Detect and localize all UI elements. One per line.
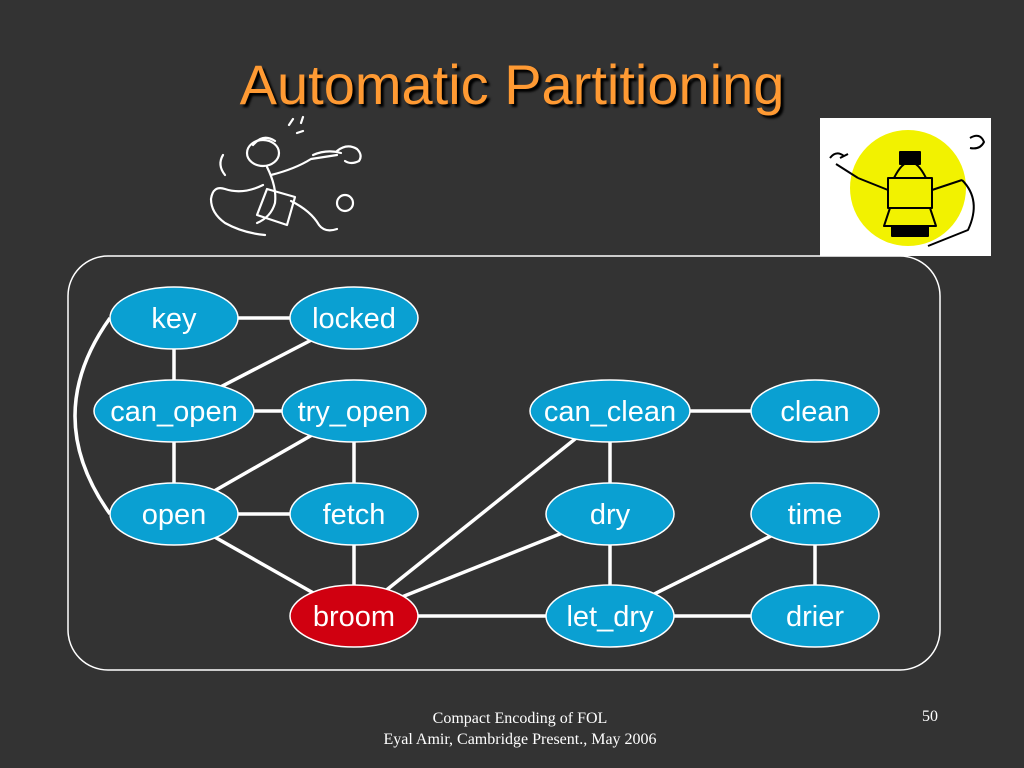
node-drier: drier [750,584,880,648]
node-shape-drier [750,584,880,648]
slide-title: Automatic Partitioning [239,53,785,116]
node-shape-can_open [93,379,255,443]
node-key: key [109,286,239,350]
node-time: time [750,482,880,546]
node-can_open: can_open [93,379,255,443]
graph-border [67,255,941,671]
node-label-fetch: fetch [323,499,386,531]
page-number: 50 [922,708,938,725]
node-label-broom: broom [313,601,395,633]
node-label-can_open: can_open [110,396,237,428]
edge-key-open [73,316,112,516]
node-label-locked: locked [312,303,396,335]
node-label-open: open [142,499,207,531]
node-label-can_clean: can_clean [544,396,676,428]
node-shape-key [109,286,239,350]
slide-footer: Compact Encoding of FOL Eyal Amir, Cambr… [300,708,740,750]
running-person-clipart [209,115,362,237]
node-fetch: fetch [289,482,419,546]
node-shape-broom [289,584,419,648]
footer-line-1: Compact Encoding of FOL [432,710,608,727]
edge-broom-can_clean [352,409,612,618]
node-shape-open [109,482,239,546]
node-label-clean: clean [780,396,849,428]
node-label-key: key [151,303,197,335]
node-label-dry: dry [590,499,631,531]
node-open: open [109,482,239,546]
node-shape-clean [750,379,880,443]
cleaning-robot-clipart [820,118,991,256]
node-shape-can_clean [529,379,691,443]
node-label-drier: drier [786,601,844,633]
node-label-time: time [788,499,843,531]
node-shape-time [750,482,880,546]
node-shape-locked [289,286,419,350]
node-label-try_open: try_open [298,396,411,428]
node-shape-fetch [289,482,419,546]
node-try_open: try_open [281,379,427,443]
node-shape-let_dry [545,584,675,648]
footer-line-2: Eyal Amir, Cambridge Present., May 2006 [383,731,657,748]
node-clean: clean [750,379,880,443]
node-shape-dry [545,482,675,546]
node-shape-try_open [281,379,427,443]
node-let_dry: let_dry [545,584,675,648]
node-label-let_dry: let_dry [566,601,654,633]
node-broom: broom [289,584,419,648]
node-can_clean: can_clean [529,379,691,443]
node-dry: dry [545,482,675,546]
edges-layer [73,316,817,618]
node-locked: locked [289,286,419,350]
